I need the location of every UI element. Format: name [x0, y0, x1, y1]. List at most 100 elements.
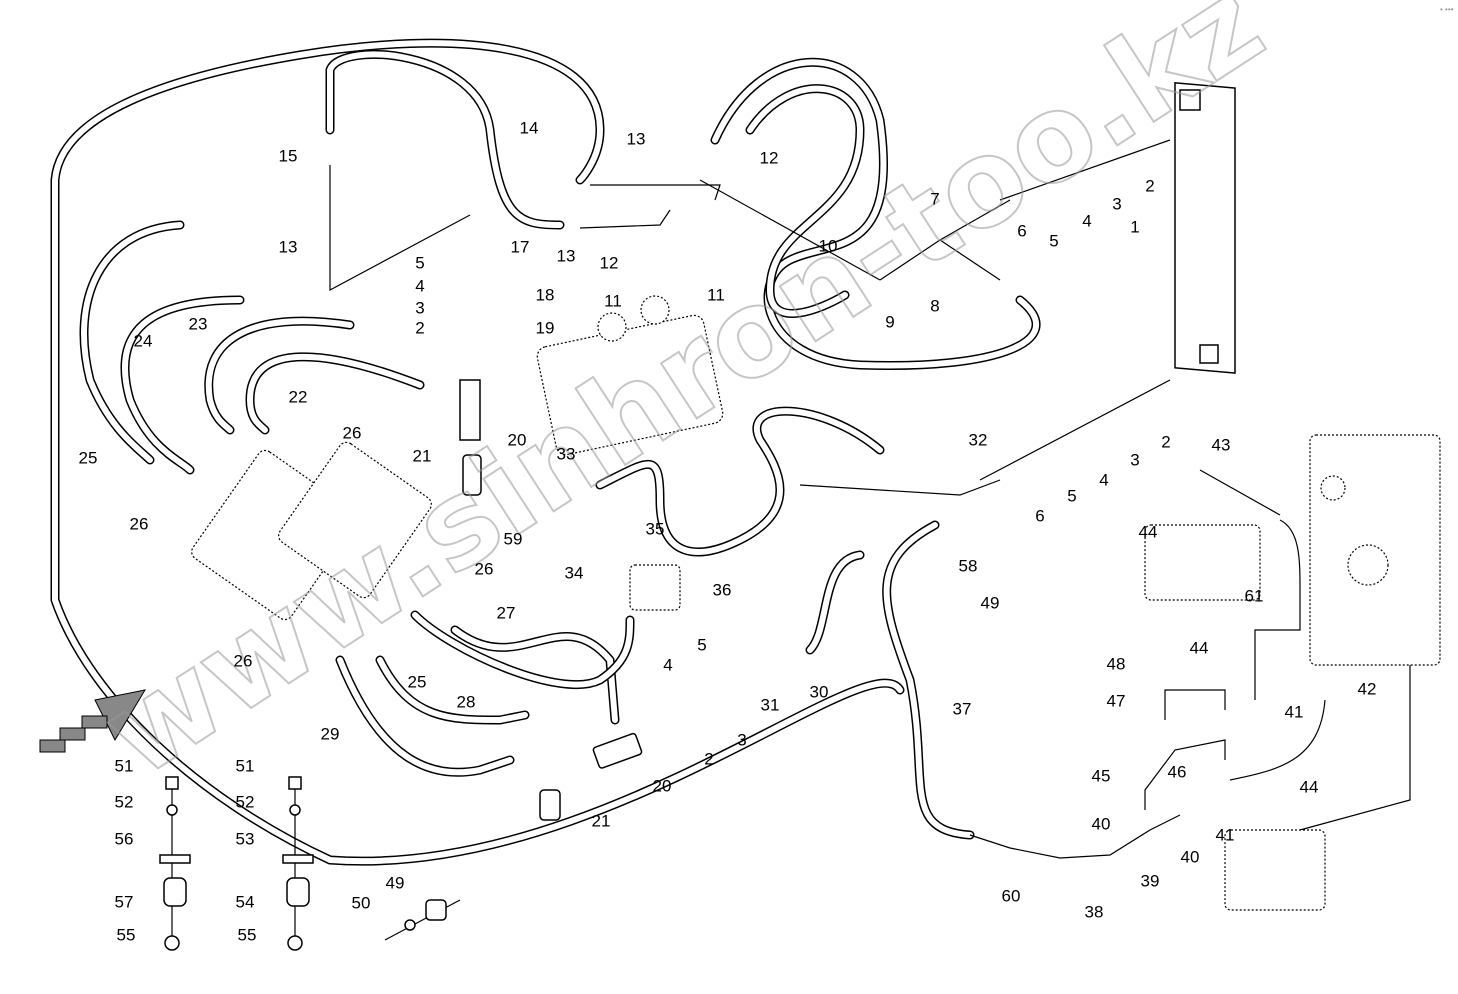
part-label: 33: [557, 444, 576, 463]
part-label: 25: [79, 448, 98, 467]
part-label: 50: [352, 893, 371, 912]
part-label: 51: [236, 756, 255, 775]
part-label: 19: [536, 318, 555, 337]
control-valve: [536, 295, 724, 456]
part-label: 1: [1130, 217, 1139, 236]
part-labels: 1 2 3 4 5 6 7 8 9 10 11 11 12 12 13 13 1…: [79, 118, 1377, 944]
part-label: 25: [408, 672, 427, 691]
part-label: 48: [1107, 654, 1126, 673]
part-label: 2: [704, 749, 713, 768]
clamp-sets: [159, 776, 461, 951]
part-label: 60: [1002, 886, 1021, 905]
part-label: 43: [1212, 435, 1231, 454]
part-label: 32: [969, 430, 988, 449]
part-label: 41: [1285, 702, 1304, 721]
part-label: 2: [415, 318, 424, 337]
corner-mark: • •••: [1440, 5, 1454, 14]
part-label: 2: [1145, 176, 1154, 195]
part-label: 27: [497, 603, 516, 622]
part-label: 4: [415, 276, 424, 295]
part-label: 35: [646, 519, 665, 538]
part-label: 5: [415, 253, 424, 272]
oil-cooler: [1174, 81, 1236, 374]
part-label: 38: [1085, 902, 1104, 921]
part-label: 17: [511, 237, 530, 256]
part-label: 36: [713, 580, 732, 599]
part-label: 13: [279, 237, 298, 256]
pumps: [191, 441, 1326, 911]
part-label: 44: [1139, 522, 1158, 541]
part-label: 8: [930, 296, 939, 315]
part-label: 7: [930, 189, 939, 208]
part-label: 47: [1107, 691, 1126, 710]
part-label: 52: [115, 792, 134, 811]
part-label: 3: [1112, 194, 1121, 213]
part-label: 2: [1161, 432, 1170, 451]
part-label: 26: [234, 651, 253, 670]
part-label: 44: [1300, 777, 1319, 796]
part-label: 18: [536, 285, 555, 304]
part-label: 61: [1245, 586, 1264, 605]
part-label: 11: [604, 291, 622, 310]
fittings: [39, 379, 643, 821]
part-label: 9: [885, 312, 894, 331]
part-label: 30: [810, 682, 829, 701]
part-label: 5: [1067, 486, 1076, 505]
part-label: 39: [1141, 871, 1160, 890]
part-label: 3: [415, 298, 424, 317]
part-label: 10: [819, 236, 838, 255]
part-label: 53: [236, 829, 255, 848]
part-label: 40: [1092, 814, 1111, 833]
rigid-lines: [329, 139, 1411, 859]
part-label: 22: [289, 387, 308, 406]
part-label: 11: [707, 285, 725, 304]
part-label: 4: [663, 655, 672, 674]
part-label: 21: [413, 446, 432, 465]
part-label: 15: [279, 146, 298, 165]
part-label: 12: [760, 148, 779, 167]
part-label: 45: [1092, 766, 1111, 785]
part-label: 5: [1049, 231, 1058, 250]
part-label: 37: [953, 699, 972, 718]
part-label: 29: [321, 724, 340, 743]
part-label: 3: [737, 730, 746, 749]
part-label: 57: [115, 892, 134, 911]
part-label: 56: [115, 829, 134, 848]
part-label: 13: [557, 246, 576, 265]
part-label: 24: [134, 331, 153, 350]
part-label: 58: [959, 556, 978, 575]
part-label: 49: [981, 593, 1000, 612]
part-label: 34: [565, 563, 584, 582]
part-label: 6: [1017, 221, 1026, 240]
part-label: 49: [386, 873, 405, 892]
watermark: www.sinhron-too.kz: [80, 0, 1286, 804]
part-label: 4: [1099, 470, 1108, 489]
part-label: 31: [761, 695, 780, 714]
part-label: 14: [520, 118, 539, 137]
part-label: 59: [504, 529, 523, 548]
part-label: 26: [343, 423, 362, 442]
gearbox: [1309, 434, 1441, 666]
part-label: 3: [1130, 450, 1139, 469]
part-label: 21: [592, 811, 611, 830]
part-label: 4: [1082, 211, 1091, 230]
part-label: 5: [697, 635, 706, 654]
part-label: 26: [475, 559, 494, 578]
part-label: 55: [117, 925, 136, 944]
hoses: [50, 38, 1041, 866]
part-label: 28: [457, 692, 476, 711]
part-label: 52: [236, 792, 255, 811]
part-label: 44: [1190, 638, 1209, 657]
part-label: 54: [236, 892, 255, 911]
part-label: 20: [508, 430, 527, 449]
part-label: 51: [115, 756, 134, 775]
part-label: 13: [627, 129, 646, 148]
part-label: 41: [1216, 825, 1235, 844]
part-label: 20: [653, 776, 672, 795]
part-label: 46: [1168, 762, 1187, 781]
part-label: 6: [1035, 506, 1044, 525]
part-label: 55: [238, 925, 257, 944]
part-label: 12: [600, 253, 619, 272]
